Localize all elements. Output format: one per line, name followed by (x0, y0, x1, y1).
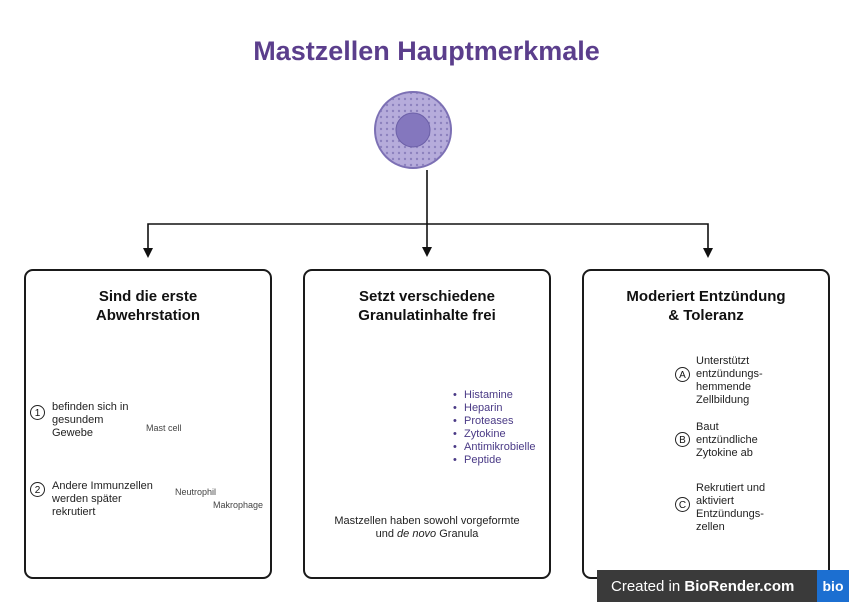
panel-title-line1: Moderiert Entzündung (626, 288, 786, 305)
step-number-2: 2 (30, 482, 45, 497)
c-text-line4: zellen (696, 521, 725, 533)
neutrophil-label: Neutrophil (175, 487, 217, 497)
macrophage-label: Makrophage (213, 500, 264, 510)
panel-title-line1: Setzt verschiedene (359, 288, 495, 305)
step2-text-line3: rekrutiert (52, 506, 96, 518)
marker-b: B (675, 432, 690, 447)
connector-arrows (147, 170, 709, 250)
step-number-1: 1 (30, 405, 45, 420)
c-text-line2: aktiviert (696, 495, 734, 507)
c-text-line3: Entzündungs- (696, 508, 764, 520)
watermark-text: Created in BioRender.com (611, 578, 794, 595)
list-item: Heparin (453, 402, 536, 415)
granule-contents-list: Histamine Heparin Proteases Zytokine Ant… (453, 389, 536, 467)
mast-cell-label: Mast cell (146, 423, 182, 433)
step1-text-line2: gesundem (52, 414, 104, 426)
panel-title-line1: Sind die erste (98, 288, 198, 305)
caption-line2: und de novo Granula (303, 528, 551, 541)
b-text-line3: Zytokine ab (696, 447, 753, 459)
panel-granule-release: Setzt verschiedene Granulatinhalte frei (303, 269, 551, 579)
biorender-watermark[interactable]: Created in BioRender.com bio (597, 570, 849, 602)
list-item: Antimikrobielle (453, 441, 536, 454)
list-item: Proteases (453, 415, 536, 428)
marker-c: C (675, 497, 690, 512)
caption-text: und (375, 528, 398, 540)
mast-cell-main (374, 91, 452, 169)
a-text-line1: Unterstützt (696, 355, 750, 367)
list-item: Zytokine (453, 428, 536, 441)
watermark-prefix: Created in (611, 578, 685, 595)
marker-a: A (675, 367, 690, 382)
list-item: Peptide (453, 454, 536, 467)
caption-italic: de novo (397, 528, 437, 540)
a-text-line3: hemmende (696, 381, 752, 393)
a-text-line2: entzündungs- (696, 368, 763, 380)
a-text-line4: Zellbildung (696, 394, 750, 406)
panel-title-line2: Abwehrstation (95, 307, 201, 324)
panel-first-defense: Sind die erste Abwehrstation (24, 269, 272, 579)
step1-text-line1: befinden sich in (52, 401, 129, 413)
step2-text-line2: werden später (52, 493, 122, 505)
caption-text: Granula (436, 528, 479, 540)
panel-title-line2: Granulatinhalte frei (358, 307, 496, 324)
step1-text-line3: Gewebe (52, 427, 93, 439)
watermark-brand: BioRender.com (684, 578, 795, 595)
biorender-logo-icon: bio (817, 570, 849, 602)
step2-text-line1: Andere Immunzellen (52, 480, 153, 492)
caption-line1: Mastzellen haben sowohl vorgeformte (334, 515, 520, 527)
panel-inflammation-tolerance: Moderiert Entzündung & Toleranz (582, 269, 830, 579)
c-text-line1: Rekrutiert und (696, 482, 766, 494)
list-item: Histamine (453, 389, 536, 402)
b-text-line1: Baut (696, 421, 719, 433)
page-title: Mastzellen Hauptmerkmale (253, 36, 600, 66)
panel-title-line2: & Toleranz (668, 307, 744, 324)
b-text-line2: entzündliche (696, 434, 758, 446)
